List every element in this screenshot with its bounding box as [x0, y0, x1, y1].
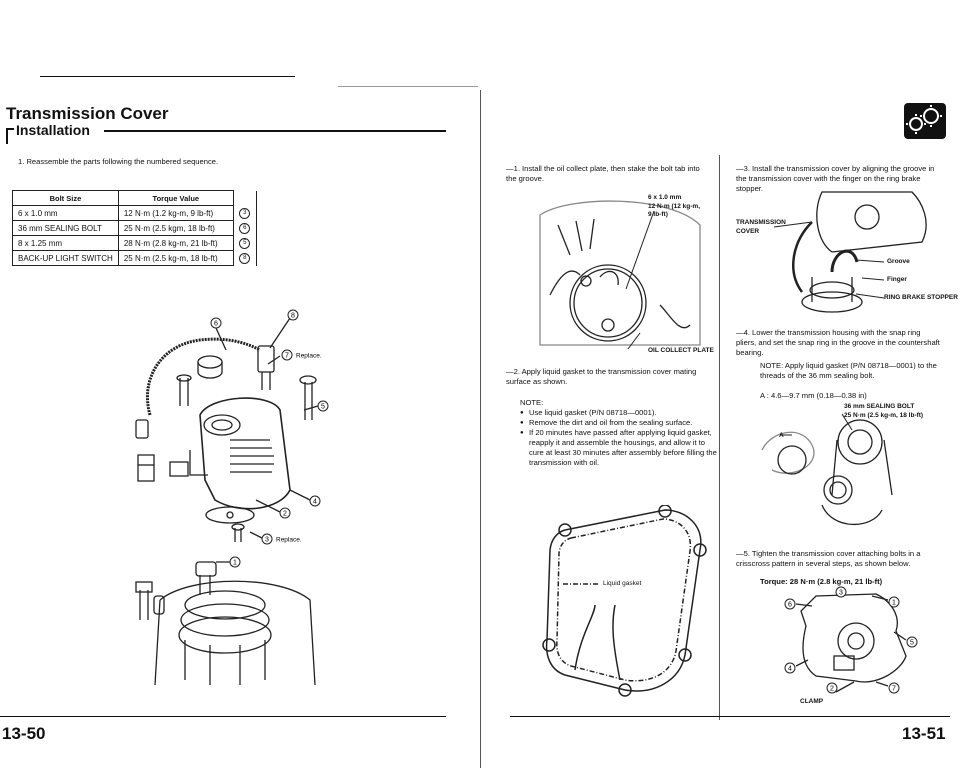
- callout-numbers: 6 8 7 Replace. 5 4 2 3 Replace. 1: [210, 309, 329, 568]
- ref-number: 8: [239, 253, 251, 264]
- section-rule: [104, 130, 446, 132]
- groove-label: Groove: [887, 258, 910, 265]
- bottom-rule-left: [0, 716, 446, 717]
- table-row: 8 x 1.25 mm 28 N·m (2.8 kg-m, 21 lb-ft) …: [12, 235, 257, 251]
- sequence-number: 5: [910, 640, 914, 647]
- bottom-rule-right: [510, 716, 950, 717]
- note-label: NOTE:: [520, 398, 544, 407]
- table-header-bolt-size: Bolt Size: [12, 190, 119, 206]
- bolt-spec-label: 6 x 1.0 mm 12 N·m (12 kg-m, 9 lb-ft): [648, 194, 701, 218]
- sequence-number: 7: [892, 686, 896, 693]
- bolt-size-cell: BACK-UP LIGHT SWITCH: [12, 250, 119, 266]
- column-divider: [719, 155, 720, 720]
- right-step-4-text: —4. Lower the transmission housing with …: [736, 328, 940, 357]
- page-number-right: 13-51: [902, 724, 946, 743]
- table-row: BACK-UP LIGHT SWITCH 25 N·m (2.5 kg-m, 1…: [12, 250, 257, 266]
- callout-2: 2: [283, 511, 287, 518]
- liquid-gasket-legend: Liquid gasket: [603, 580, 642, 587]
- sealing-bolt-label: 36 mm SEALING BOLT 25 N·m (2.5 kg-m, 18 …: [844, 403, 924, 419]
- top-rule-left: [40, 76, 295, 77]
- ref-number: 5: [239, 238, 251, 249]
- sequence-number: 1: [892, 600, 896, 607]
- liquid-gasket-illustration: [542, 505, 707, 697]
- callout-6: 6: [214, 321, 218, 328]
- torque-table: Bolt Size Torque Value 6 x 1.0 mm 12 N·m…: [12, 190, 257, 266]
- step-1-text: 1. Reassemble the parts following the nu…: [18, 157, 219, 166]
- right-step-3-text: —3. Install the transmission cover by al…: [736, 164, 935, 193]
- transmission-cover-exploded-illustration: 6 8 7 Replace. 5 4 2 3 Replace. 1: [135, 309, 329, 685]
- notes-list: Use liquid gasket (P/N 08718—0001). Remo…: [520, 408, 721, 468]
- bolt-size-cell: 36 mm SEALING BOLT: [12, 220, 119, 236]
- transmission-section-icon: [904, 103, 946, 139]
- sequence-number: 3: [839, 590, 843, 597]
- callout-7: 7: [285, 353, 289, 360]
- bolt-size-cell: 6 x 1.0 mm: [12, 205, 119, 221]
- ref-number: 3: [239, 208, 251, 219]
- crisscross-sequence-illustration: 3 6 1 5 4 2 7: [784, 586, 918, 694]
- dimension-a-text: A : 4.6—9.7 mm (0.18—0.38 in): [760, 391, 867, 400]
- replace-label-2: Replace.: [276, 537, 302, 544]
- transmission-cover-install-illustration: [773, 191, 927, 313]
- table-header-row: Bolt Size Torque Value: [12, 190, 257, 206]
- torque-cell: 25 N·m (2.5 kgm, 18 lb-ft): [117, 220, 234, 236]
- clamp-label: CLAMP: [800, 698, 824, 705]
- list-item: Use liquid gasket (P/N 08718—0001).: [520, 408, 721, 418]
- torque-cell: 28 N·m (2.8 kg-m, 21 lb-ft): [117, 235, 234, 251]
- section-title: Installation: [16, 122, 90, 138]
- note-4-text: NOTE: Apply liquid gasket (P/N 08718—000…: [760, 361, 937, 380]
- top-rule-left-thin: [338, 86, 478, 87]
- section-bracket: [6, 128, 14, 144]
- callout-5: 5: [321, 404, 325, 411]
- torque-5-text: Torque: 28 N·m (2.8 kg-m, 21 lb-ft): [760, 577, 883, 586]
- callout-8: 8: [291, 313, 295, 320]
- page-number-left: 13-50: [2, 724, 46, 743]
- table-row: 6 x 1.0 mm 12 N·m (1.2 kg-m, 9 lb-ft) 3: [12, 205, 257, 221]
- page-title: Transmission Cover: [6, 104, 169, 123]
- replace-label-1: Replace.: [296, 353, 322, 360]
- sequence-number: 6: [788, 602, 792, 609]
- mid-step-2-text: —2. Apply liquid gasket to the transmiss…: [506, 367, 697, 386]
- table-row: 36 mm SEALING BOLT 25 N·m (2.5 kgm, 18 l…: [12, 220, 257, 236]
- transmission-cover-label: TRANSMISSION COVER: [736, 219, 786, 235]
- mid-step-1-text: —1. Install the oil collect plate, then …: [506, 164, 700, 183]
- table-header-torque: Torque Value: [117, 190, 234, 206]
- ref-number: 6: [239, 223, 251, 234]
- callout-4: 4: [313, 499, 317, 506]
- bolt-size-cell: 8 x 1.25 mm: [12, 235, 119, 251]
- right-step-5-text: —5. Tighten the transmission cover attac…: [736, 549, 921, 568]
- torque-cell: 12 N·m (1.2 kg-m, 9 lb-ft): [117, 205, 234, 221]
- ring-brake-stopper-label: RING BRAKE STOPPER: [884, 294, 958, 301]
- oil-collect-plate-illustration: [539, 200, 701, 350]
- sequence-number: 2: [830, 686, 834, 693]
- dimension-a-label: A: [779, 432, 784, 439]
- oil-collect-plate-label: OIL COLLECT PLATE: [648, 347, 714, 354]
- finger-label: Finger: [887, 276, 907, 283]
- list-item: If 20 minutes have passed after applying…: [520, 428, 721, 468]
- binding-line: [480, 90, 481, 768]
- callout-1: 1: [233, 560, 237, 567]
- list-item: Remove the dirt and oil from the sealing…: [520, 418, 721, 428]
- callout-3: 3: [265, 537, 269, 544]
- sealing-bolt-illustration: [761, 413, 893, 526]
- sequence-number: 4: [788, 666, 792, 673]
- torque-cell: 25 N·m (2.5 kg-m, 18 lb-ft): [117, 250, 234, 266]
